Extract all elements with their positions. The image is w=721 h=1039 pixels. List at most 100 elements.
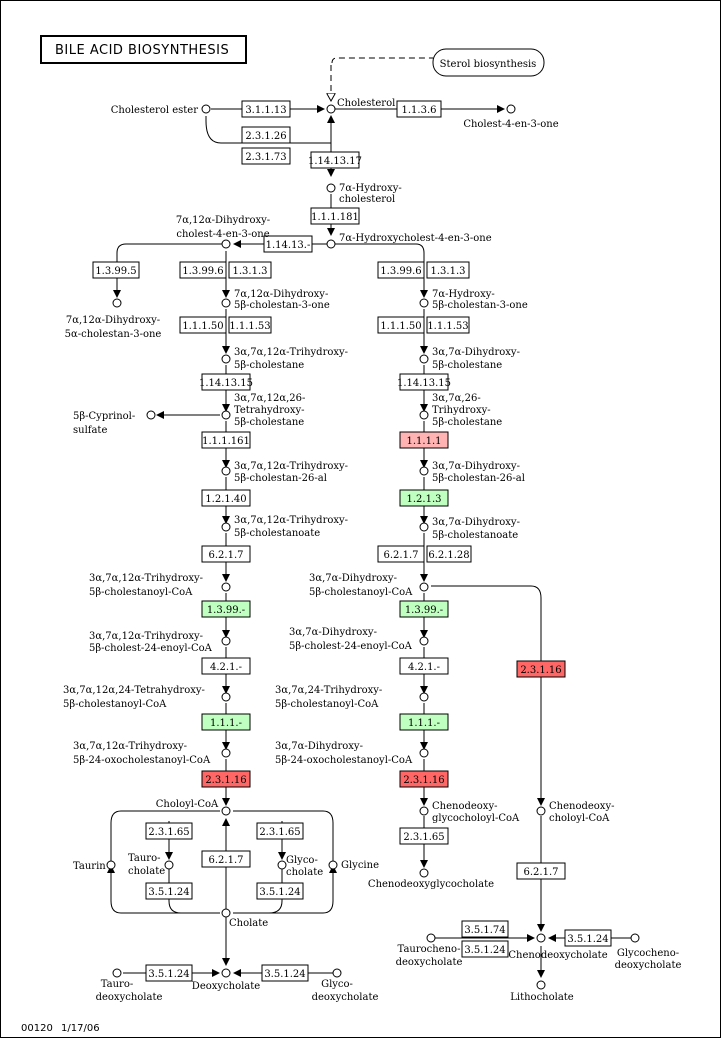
enzyme-label: 4.2.1.-	[210, 662, 242, 673]
enzyme-label: 2.3.1.65	[148, 827, 189, 838]
enzyme-1-1-1-161[interactable]: 1.1.1.161	[201, 431, 251, 449]
compound-node[interactable]	[326, 104, 336, 114]
compound-node[interactable]	[277, 860, 287, 870]
enzyme-3-5-1-24[interactable]: 3.5.1.24	[461, 940, 509, 958]
compound-node[interactable]	[221, 239, 231, 249]
enzyme-1-1-3-6[interactable]: 1.1.3.6	[396, 100, 442, 118]
enzyme-label: 1.1.1.-	[210, 718, 242, 729]
enzyme-3-5-1-24[interactable]: 3.5.1.24	[145, 964, 193, 982]
compound-node[interactable]	[221, 298, 231, 308]
compound-node[interactable]	[630, 933, 640, 943]
compound-node[interactable]	[221, 692, 231, 702]
enzyme-6-2-1-7[interactable]: 6.2.1.7	[201, 545, 251, 563]
compound-node[interactable]	[328, 860, 338, 870]
enzyme-3-5-1-24[interactable]: 3.5.1.24	[564, 929, 612, 947]
compound-node[interactable]	[221, 354, 231, 364]
compound-node[interactable]	[112, 968, 122, 978]
enzyme-1-3-99--x[interactable]: 1.3.99.-	[399, 600, 449, 618]
compound-node[interactable]	[221, 806, 231, 816]
compound-node[interactable]	[419, 806, 429, 816]
enzyme-2-3-1-16[interactable]: 2.3.1.16	[201, 770, 251, 788]
enzyme-1-3-1-3[interactable]: 1.3.1.3	[228, 261, 272, 279]
compound-node[interactable]	[221, 636, 231, 646]
enzyme-6-2-1-7[interactable]: 6.2.1.7	[377, 545, 425, 563]
compound-node[interactable]	[221, 908, 231, 918]
compound-node[interactable]	[106, 860, 116, 870]
compound-node[interactable]	[506, 104, 516, 114]
enzyme-6-2-1-7[interactable]: 6.2.1.7	[516, 862, 566, 880]
compound-label: deoxycholate	[396, 957, 463, 968]
compound-node[interactable]	[419, 692, 429, 702]
enzyme-4-2-1--x[interactable]: 4.2.1.-	[399, 657, 449, 675]
enzyme-1-14-13-15[interactable]: 1.14.13.15	[397, 373, 451, 391]
enzyme-2-3-1-16[interactable]: 2.3.1.16	[516, 660, 566, 678]
enzyme-1-3-99-5[interactable]: 1.3.99.5	[92, 261, 140, 279]
compound-node[interactable]	[419, 466, 429, 476]
enzyme-1-1-1-181[interactable]: 1.1.1.181	[310, 207, 360, 225]
enzyme-2-3-1-65[interactable]: 2.3.1.65	[399, 827, 449, 845]
enzyme-1-1-1--x[interactable]: 1.1.1.-	[399, 713, 449, 731]
compound-node[interactable]	[221, 582, 231, 592]
enzyme-6-2-1-28[interactable]: 6.2.1.28	[426, 545, 472, 563]
enzyme-1-2-1-40[interactable]: 1.2.1.40	[201, 489, 251, 507]
compound-node[interactable]	[419, 582, 429, 592]
compound-node[interactable]	[332, 968, 342, 978]
enzyme-1-1-1-53[interactable]: 1.1.1.53	[228, 316, 272, 334]
enzyme-2-3-1-26[interactable]: 2.3.1.26	[241, 126, 291, 144]
compound-label: Cholate	[229, 918, 268, 929]
compound-node[interactable]	[201, 104, 211, 114]
enzyme-1-1-1--x[interactable]: 1.1.1.-	[201, 713, 251, 731]
compound-node[interactable]	[221, 522, 231, 532]
compound-node[interactable]	[536, 933, 546, 943]
enzyme-label: 4.2.1.-	[408, 662, 440, 673]
compound-node[interactable]	[112, 298, 122, 308]
compound-node[interactable]	[146, 410, 156, 420]
enzyme-2-3-1-65[interactable]: 2.3.1.65	[145, 822, 193, 840]
enzyme-1-1-1-50[interactable]: 1.1.1.50	[377, 316, 425, 334]
sterol-biosynthesis-link[interactable]: Sterol biosynthesis	[432, 48, 545, 77]
compound-label: Tauro-	[101, 979, 133, 990]
enzyme-2-3-1-16[interactable]: 2.3.1.16	[399, 770, 449, 788]
compound-label: 5β-cholestane	[234, 417, 304, 428]
enzyme-3-5-1-24[interactable]: 3.5.1.24	[145, 882, 193, 900]
compound-node[interactable]	[426, 933, 436, 943]
enzyme-3-5-1-74[interactable]: 3.5.1.74	[461, 920, 509, 938]
enzyme-6-2-1-7[interactable]: 6.2.1.7	[201, 850, 251, 868]
compound-node[interactable]	[221, 748, 231, 758]
compound-node[interactable]	[419, 868, 429, 878]
sterol-biosynthesis-label: Sterol biosynthesis	[440, 59, 537, 70]
compound-node[interactable]	[419, 410, 429, 420]
enzyme-3-1-1-13[interactable]: 3.1.1.13	[241, 100, 291, 118]
enzyme-4-2-1--x[interactable]: 4.2.1.-	[201, 657, 251, 675]
enzyme-1-1-1-1[interactable]: 1.1.1.1	[399, 431, 449, 449]
compound-node[interactable]	[536, 806, 546, 816]
compound-node[interactable]	[536, 980, 546, 990]
enzyme-1-14-13-17[interactable]: 1.14.13.17	[308, 151, 362, 169]
enzyme-3-5-1-24[interactable]: 3.5.1.24	[261, 964, 309, 982]
compound-node[interactable]	[419, 636, 429, 646]
compound-node[interactable]	[419, 748, 429, 758]
compound-node[interactable]	[419, 522, 429, 532]
enzyme-1-2-1-3[interactable]: 1.2.1.3	[399, 489, 449, 507]
compound-node[interactable]	[221, 466, 231, 476]
enzyme-1-3-99-6[interactable]: 1.3.99.6	[179, 261, 227, 279]
compound-node[interactable]	[164, 860, 174, 870]
enzyme-1-3-99-6[interactable]: 1.3.99.6	[377, 261, 425, 279]
enzyme-2-3-1-73[interactable]: 2.3.1.73	[241, 147, 291, 165]
compound-node[interactable]	[221, 968, 231, 978]
enzyme-1-3-99--x[interactable]: 1.3.99.-	[201, 600, 251, 618]
enzyme-1-3-1-3[interactable]: 1.3.1.3	[426, 261, 470, 279]
enzyme-1-14-13-15[interactable]: 1.14.13.15	[199, 373, 253, 391]
enzyme-3-5-1-24[interactable]: 3.5.1.24	[256, 882, 304, 900]
enzyme-2-3-1-65[interactable]: 2.3.1.65	[256, 822, 304, 840]
compound-node[interactable]	[326, 239, 336, 249]
compound-node[interactable]	[326, 183, 336, 193]
enzyme-label: 1.3.1.3	[431, 266, 466, 277]
compound-node[interactable]	[419, 354, 429, 364]
compound-node[interactable]	[419, 298, 429, 308]
enzyme-1-14-13--x[interactable]: 1.14.13.-	[263, 235, 313, 253]
compound-label: 5β-Cyprinol-	[73, 411, 135, 422]
enzyme-1-1-1-53[interactable]: 1.1.1.53	[426, 316, 470, 334]
enzyme-1-1-1-50[interactable]: 1.1.1.50	[179, 316, 227, 334]
compound-node[interactable]	[221, 410, 231, 420]
